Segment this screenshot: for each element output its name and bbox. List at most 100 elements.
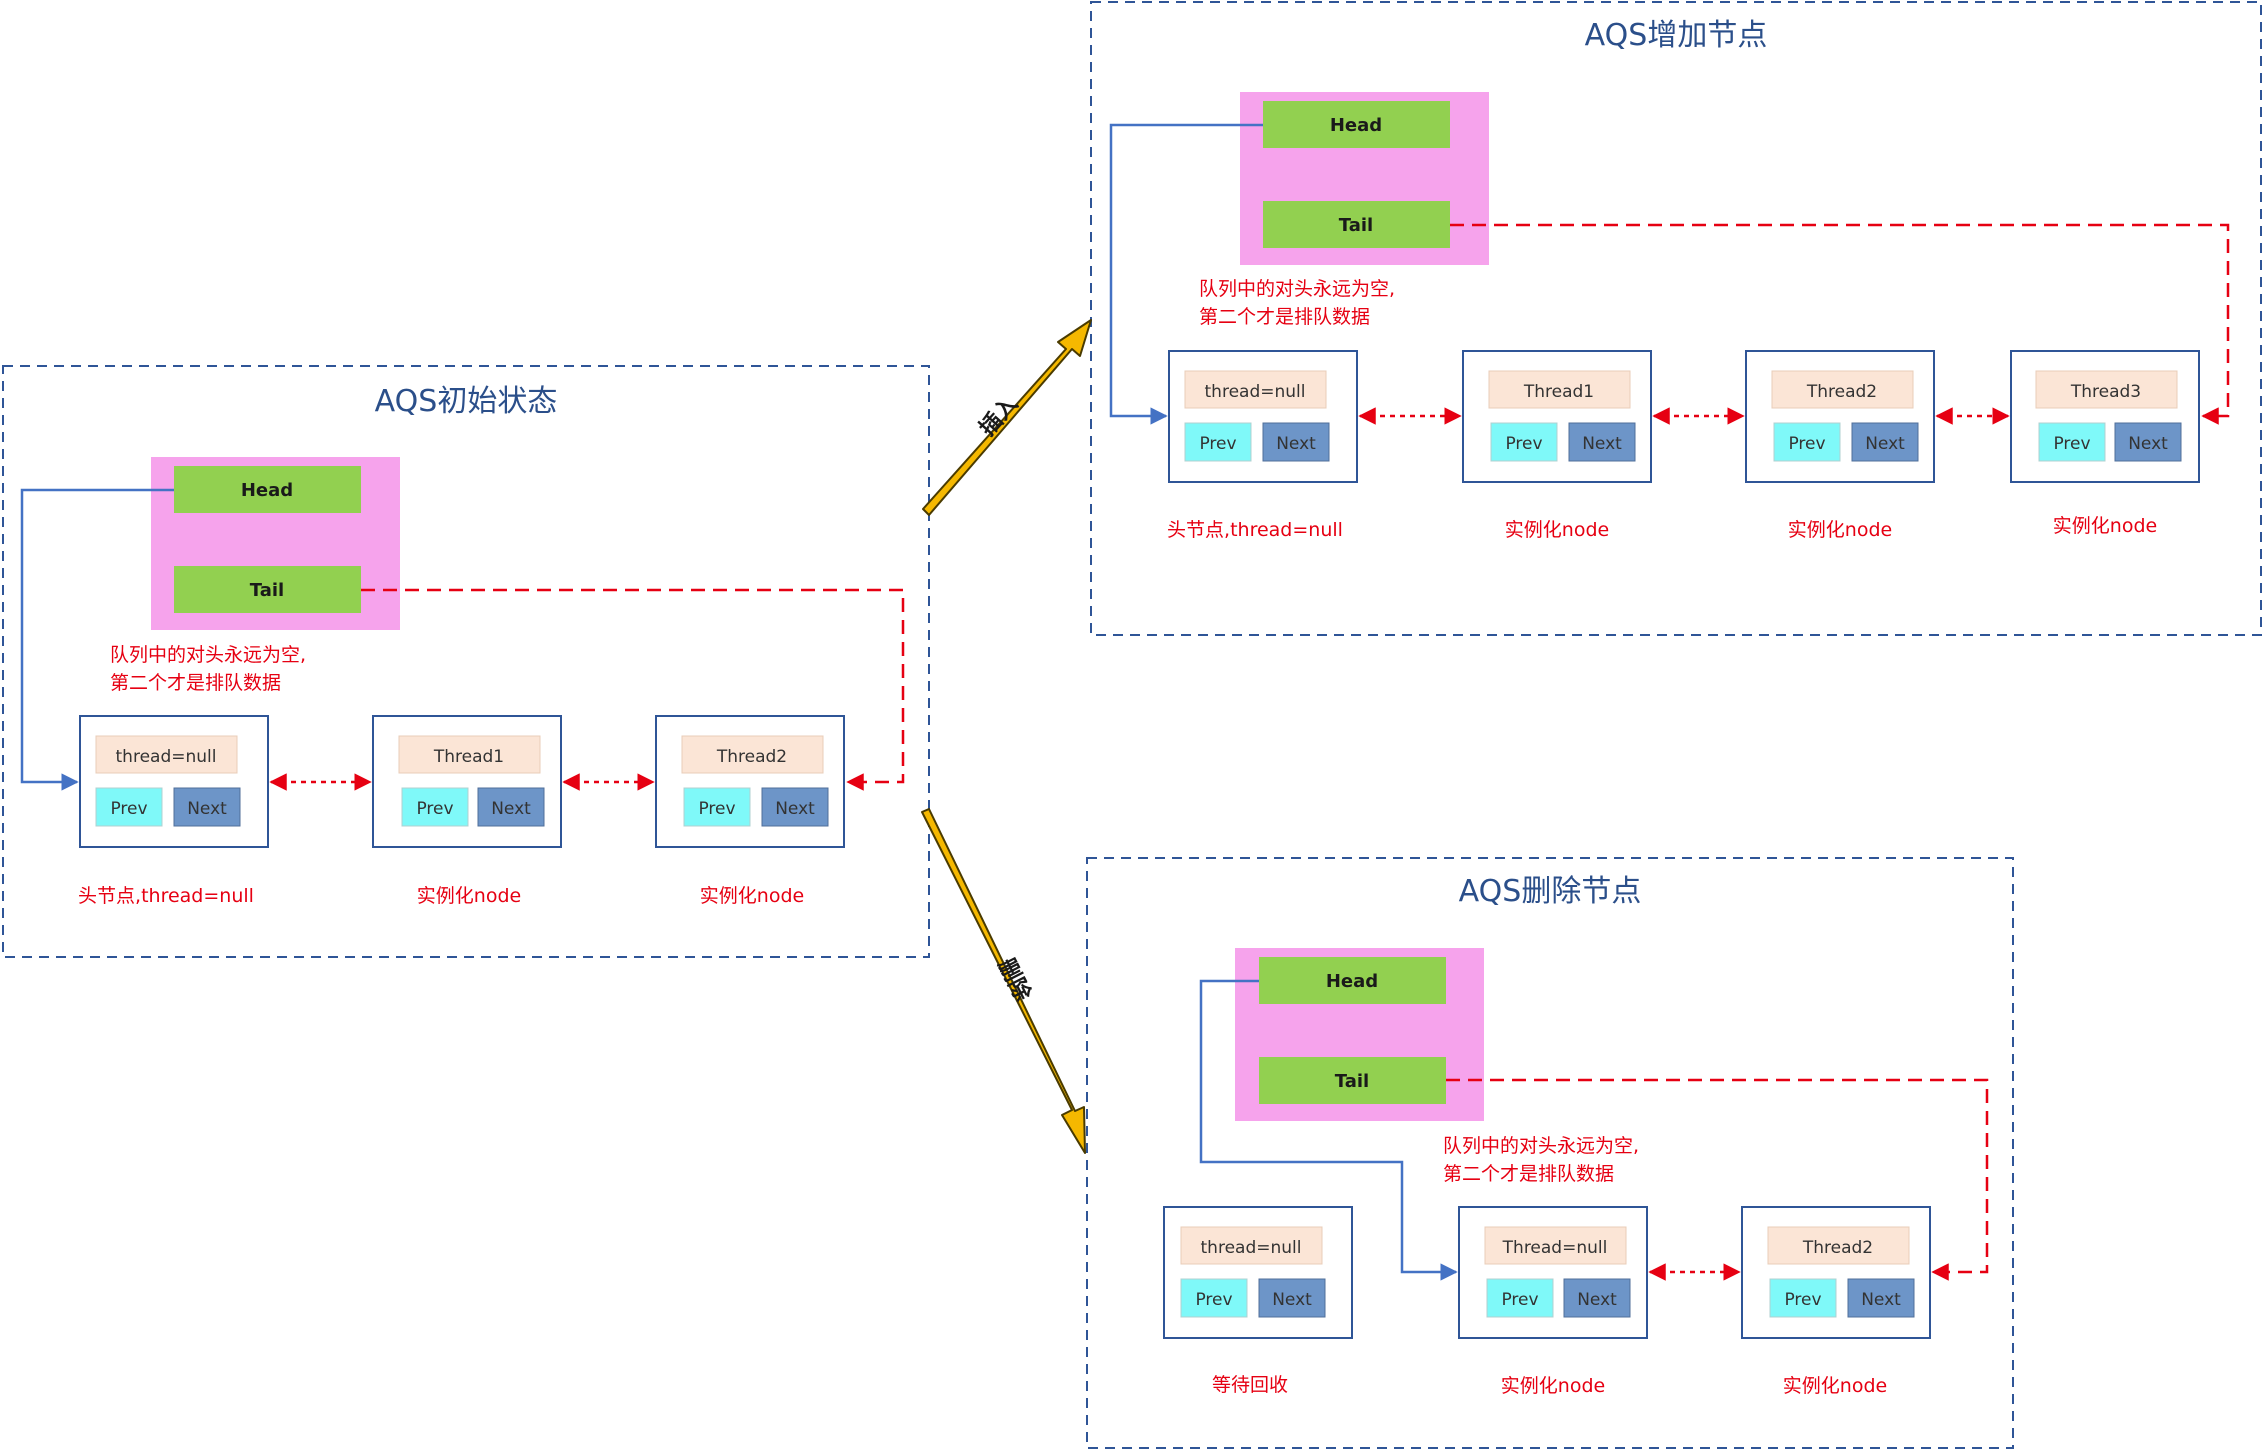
next-label: Next — [187, 799, 227, 819]
prev-label: Prev — [1505, 434, 1542, 454]
next-label: Next — [1577, 1290, 1617, 1310]
panel-remove-frame — [1086, 857, 2014, 1449]
thread-value: Thread2 — [1802, 1238, 1873, 1258]
thread-field — [1184, 370, 1327, 409]
node-caption: 实例化node — [1788, 519, 1892, 541]
next-field — [173, 787, 241, 827]
next-field — [1847, 1278, 1915, 1318]
prev-label: Prev — [1784, 1290, 1821, 1310]
head-box — [1259, 957, 1446, 1004]
head-pointer-line — [1199, 979, 1458, 1281]
insert-arrow-label: 插入 — [975, 392, 1023, 441]
prev-field — [1184, 422, 1252, 462]
thread-value: Thread1 — [433, 747, 504, 767]
thread-value: thread=null — [1205, 382, 1306, 402]
queue-note-line2: 第二个才是排队数据 — [1443, 1163, 1614, 1185]
tail-label: Tail — [1339, 215, 1373, 236]
thread-value: Thread1 — [1523, 382, 1594, 402]
prev-label: Prev — [1788, 434, 1825, 454]
tail-pointer-line — [361, 588, 905, 791]
thread-field — [2035, 370, 2178, 409]
prev-field — [2038, 422, 2106, 462]
head-pointer-line — [20, 488, 174, 791]
queue-node: thread=null Prev Next — [79, 715, 269, 848]
thread-value: thread=null — [1201, 1238, 1302, 1258]
thread-field — [1484, 1226, 1627, 1265]
next-field — [1262, 422, 1330, 462]
next-field — [1568, 422, 1636, 462]
prev-label: Prev — [1501, 1290, 1538, 1310]
next-field — [761, 787, 829, 827]
next-field — [1851, 422, 1919, 462]
node-caption: 实例化node — [2053, 515, 2157, 537]
insert-arrow: 插入 — [922, 319, 1092, 516]
prev-field — [683, 787, 751, 827]
prev-field — [95, 787, 163, 827]
thread-value: Thread3 — [2070, 382, 2141, 402]
tail-label: Tail — [1335, 1071, 1369, 1092]
tail-box — [174, 566, 361, 613]
queue-note-line1: 队列中的对头永远为空, — [1443, 1135, 1639, 1157]
panel-remove-title: AQS删除节点 — [1459, 874, 1642, 909]
next-label: Next — [1272, 1290, 1312, 1310]
prev-field — [1769, 1278, 1837, 1318]
queue-node: Thread2 Prev Next — [1741, 1206, 1931, 1339]
prev-field — [1180, 1278, 1248, 1318]
queue-node: Thread2 Prev Next — [655, 715, 845, 848]
next-field — [477, 787, 545, 827]
thread-field — [1488, 370, 1631, 409]
prev-label: Prev — [1195, 1290, 1232, 1310]
thread-field — [1767, 1226, 1910, 1265]
next-label: Next — [1861, 1290, 1901, 1310]
panel-add-frame — [1090, 1, 2262, 636]
node-caption: 实例化node — [700, 885, 804, 907]
queue-note-line1: 队列中的对头永远为空, — [110, 644, 306, 666]
delete-arrow-label: 删除 — [993, 954, 1037, 1006]
head-label: Head — [1330, 115, 1382, 136]
thread-field — [681, 735, 824, 774]
head-pointer-line — [1109, 123, 1263, 425]
queue-node: Thread2 Prev Next — [1745, 350, 1935, 483]
next-field — [1563, 1278, 1631, 1318]
queue-node-detached: thread=null Prev Next — [1163, 1206, 1353, 1339]
thread-field — [1180, 1226, 1323, 1265]
prev-field — [1486, 1278, 1554, 1318]
thread-field — [95, 735, 238, 774]
queue-note-line2: 第二个才是排队数据 — [1199, 306, 1370, 328]
next-label: Next — [1276, 434, 1316, 454]
queue-node: Thread1 Prev Next — [372, 715, 562, 848]
tail-label: Tail — [250, 580, 284, 601]
node-caption: 实例化node — [1783, 1375, 1887, 1397]
insert-arrow-shape — [922, 319, 1092, 516]
prev-label: Prev — [698, 799, 735, 819]
prev-label: Prev — [2053, 434, 2090, 454]
prev-label: Prev — [416, 799, 453, 819]
next-label: Next — [1582, 434, 1622, 454]
panel-add-title: AQS增加节点 — [1585, 18, 1768, 53]
node-caption: 实例化node — [1505, 519, 1609, 541]
head-box — [174, 466, 361, 513]
queue-node: Thread1 Prev Next — [1462, 350, 1652, 483]
panel-initial: AQS初始状态 Head Tail 队列中的对头永远为空, 第二个才是排队数据 … — [2, 365, 930, 958]
delete-arrow-shape — [921, 808, 1086, 1154]
thread-value: Thread2 — [716, 747, 787, 767]
thread-value: Thread2 — [1806, 382, 1877, 402]
node-caption: 实例化node — [417, 885, 521, 907]
delete-arrow: 删除 — [921, 808, 1086, 1154]
next-label: Next — [2128, 434, 2168, 454]
thread-field — [398, 735, 541, 774]
prev-label: Prev — [1199, 434, 1236, 454]
panel-add: AQS增加节点 Head Tail 队列中的对头永远为空, 第二个才是排队数据 … — [1090, 1, 2262, 636]
thread-value: thread=null — [116, 747, 217, 767]
head-label: Head — [241, 480, 293, 501]
next-field — [1258, 1278, 1326, 1318]
prev-field — [401, 787, 469, 827]
tail-box — [1263, 201, 1450, 248]
queue-note-line2: 第二个才是排队数据 — [110, 672, 281, 694]
queue-note-line1: 队列中的对头永远为空, — [1199, 278, 1395, 300]
panel-remove: AQS删除节点 Head Tail 队列中的对头永远为空, 第二个才是排队数据 … — [1086, 857, 2014, 1449]
next-field — [2114, 422, 2182, 462]
queue-node: Thread3 Prev Next — [2010, 350, 2200, 483]
next-label: Next — [1865, 434, 1905, 454]
